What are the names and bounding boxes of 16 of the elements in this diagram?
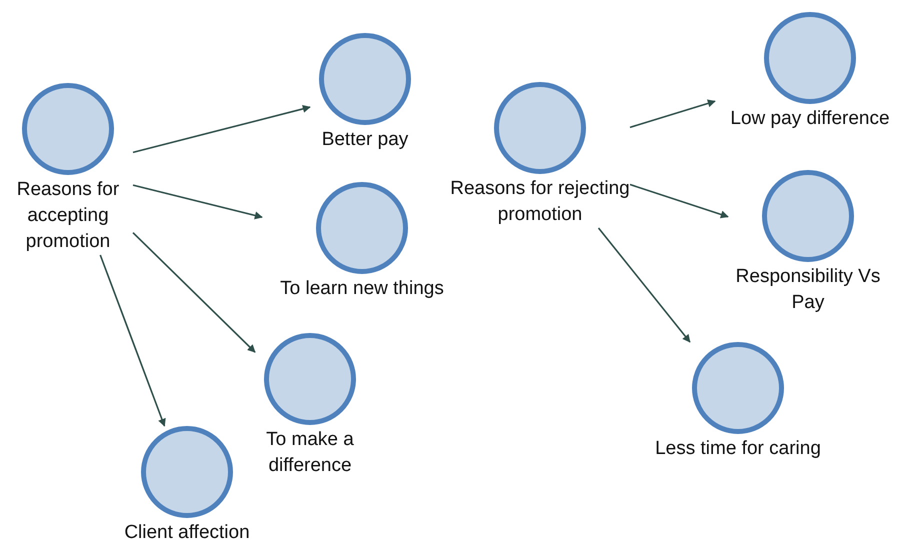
node-label: Better pay: [322, 128, 408, 152]
node-label: Low pay difference: [730, 107, 890, 131]
node-label: Reasons for accepting promotion: [16, 178, 120, 254]
arrow: [132, 104, 311, 154]
node-label: Responsibility Vs Pay: [734, 265, 882, 315]
node-label: Reasons for rejecting promotion: [450, 177, 630, 227]
node-label: Client affection: [124, 521, 250, 545]
arrow: [630, 100, 716, 128]
arrow: [132, 184, 263, 220]
arrow: [100, 254, 166, 427]
arrow: [598, 228, 691, 343]
node-label: Less time for caring: [655, 437, 821, 461]
arrow: [630, 184, 729, 218]
node-label: To learn new things: [280, 277, 444, 301]
node-label: To make a difference: [265, 428, 355, 478]
arrow: [132, 232, 256, 353]
